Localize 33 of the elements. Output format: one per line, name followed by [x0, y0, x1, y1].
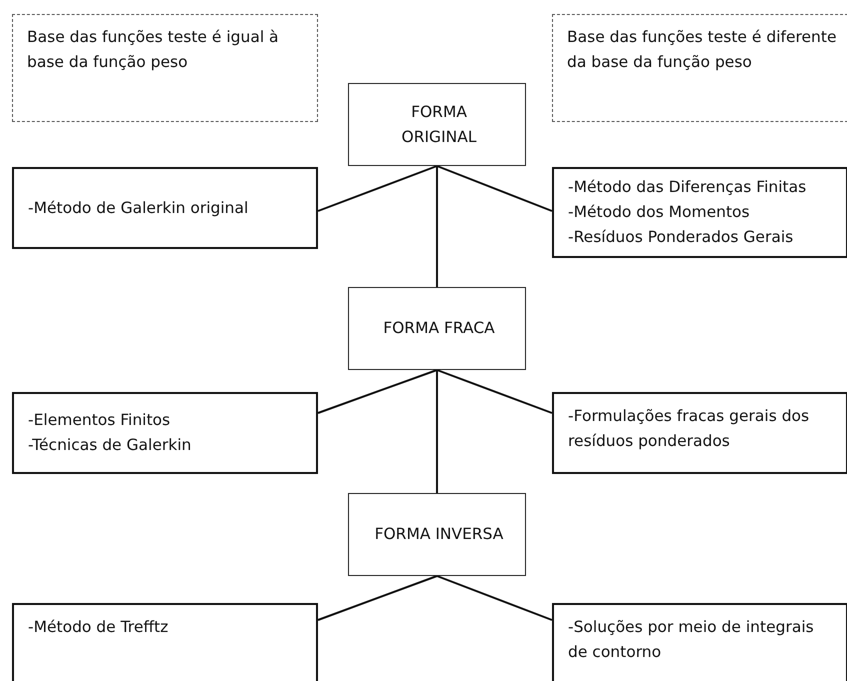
- box-text: -Soluções por meio de integrais de contorno: [568, 617, 815, 663]
- connector-line: [436, 370, 438, 493]
- box-text: -Método das Diferenças Finitas: [568, 177, 806, 198]
- box-text: -Elementos Finitos: [28, 410, 170, 431]
- stage-title: FORMA INVERSA: [374, 524, 504, 545]
- stage-title: FORMA FRACA: [383, 318, 495, 339]
- connector-line: [436, 369, 552, 414]
- method-box: [552, 603, 847, 681]
- box-text: -Formulações fracas gerais dos resíduos ponderados: [568, 406, 810, 452]
- stage-box: [348, 493, 526, 576]
- box-text: Base das funções teste é diferente da base da função peso: [567, 27, 837, 73]
- connector-line: [436, 166, 438, 287]
- stage-title: FORMA ORIGINAL: [400, 102, 478, 148]
- note-box: [12, 14, 318, 122]
- connector-line: [436, 165, 552, 212]
- box-text: Base das funções teste é igual à base da função peso: [27, 27, 280, 73]
- stage-box: [348, 287, 526, 370]
- connector-line: [318, 165, 438, 212]
- method-box: [552, 167, 847, 258]
- connector-line: [318, 575, 438, 621]
- method-box: [12, 392, 318, 474]
- box-text: -Método de Trefftz: [28, 617, 168, 638]
- note-box: [552, 14, 847, 122]
- method-box: [12, 167, 318, 249]
- method-box: [552, 392, 847, 474]
- connector-line: [318, 369, 438, 414]
- method-box: [12, 603, 318, 681]
- box-text: -Resíduos Ponderados Gerais: [568, 227, 794, 248]
- connector-line: [436, 575, 552, 621]
- box-text: -Técnicas de Galerkin: [28, 435, 192, 456]
- box-text: -Método dos Momentos: [568, 202, 750, 223]
- stage-box: [348, 83, 526, 166]
- box-text: -Método de Galerkin original: [28, 198, 248, 218]
